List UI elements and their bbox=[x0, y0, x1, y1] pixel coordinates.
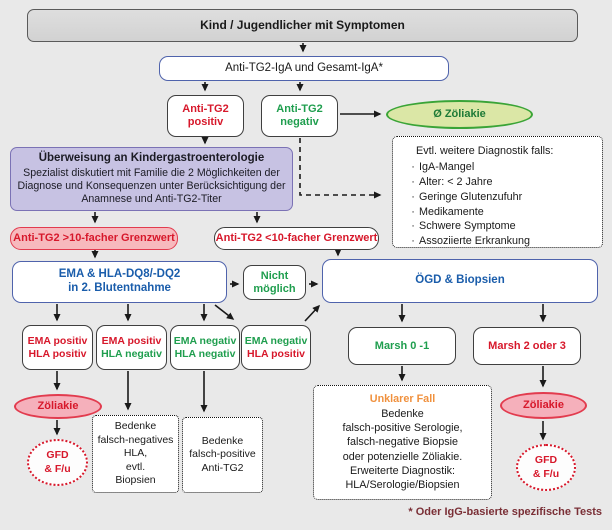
node-label: Kind / Jugendlicher mit Symptomen bbox=[200, 18, 405, 33]
node-label: Marsh 0 -1 bbox=[374, 339, 430, 352]
result-line: EMA negativ bbox=[173, 335, 237, 348]
node-line: Biopsien bbox=[115, 474, 156, 487]
node-gfd-followup-left: GFD & F/u bbox=[27, 439, 88, 486]
footnote: * Oder IgG-basierte spezifische Tests bbox=[408, 506, 602, 518]
node-line: Nicht bbox=[260, 269, 289, 282]
node-result-ema-pos-hla-neg: EMA positiv HLA negativ bbox=[96, 325, 167, 370]
node-line: möglich bbox=[253, 282, 296, 295]
node-line: & F/u bbox=[44, 462, 71, 475]
node-line: GFD bbox=[534, 454, 558, 467]
node-not-possible: Nicht möglich bbox=[243, 265, 306, 300]
node-result-ema-pos-hla-pos: EMA positiv HLA positiv bbox=[22, 325, 93, 370]
node-patient-symptoms: Kind / Jugendlicher mit Symptomen bbox=[27, 9, 578, 42]
node-line: in 2. Blutentnahme bbox=[68, 282, 171, 294]
diagnostics-item-label: Medikamente bbox=[419, 205, 484, 218]
diagnostics-item: · Alter: < 2 Jahre bbox=[407, 175, 493, 190]
result-line: HLA positiv bbox=[28, 347, 87, 360]
node-ema-hla-second-draw: EMA & HLA-DQ8/-DQ2 in 2. Blutentnahme bbox=[12, 261, 227, 303]
node-label: ÖGD & Biopsien bbox=[415, 274, 505, 287]
node-referral-gastroenterology: Überweisung an Kindergastroenterologie S… bbox=[10, 147, 293, 211]
node-consider-false-negative-hla: Bedenke falsch-negatives HLA, evtl. Biop… bbox=[92, 415, 179, 493]
diagnostics-item-label: Schwere Symptome bbox=[419, 220, 516, 233]
node-line: HLA/Serologie/Biopsien bbox=[345, 479, 460, 492]
node-serology-test: Anti-TG2-IgA und Gesamt-IgA* bbox=[159, 56, 449, 81]
node-label: Ø Zöliakie bbox=[433, 108, 486, 121]
node-marsh-2-3: Marsh 2 oder 3 bbox=[473, 327, 581, 365]
bullet-icon: · bbox=[411, 190, 415, 203]
node-line: Anti-TG2 bbox=[276, 103, 323, 116]
node-line: falsch-negative Biopsie bbox=[346, 436, 459, 449]
node-line: HLA, bbox=[123, 447, 148, 460]
result-line: HLA negativ bbox=[101, 347, 162, 360]
node-oegd-biopsies: ÖGD & Biopsien bbox=[322, 259, 598, 303]
node-line: EMA & HLA-DQ8/-DQ2 bbox=[58, 268, 181, 281]
bullet-icon: · bbox=[411, 175, 415, 188]
node-line: Bedenke bbox=[201, 434, 244, 447]
diagnostics-item: · Schwere Symptome bbox=[407, 219, 516, 234]
node-line: Erweiterte Diagnostik: bbox=[349, 465, 455, 478]
node-label: Anti-TG2 >10-facher Grenzwert bbox=[13, 232, 175, 245]
node-line: Anti-TG2 bbox=[182, 103, 229, 116]
node-line: negativ bbox=[280, 116, 319, 128]
node-line: falsch-positive Serologie, bbox=[342, 421, 463, 434]
diagnostics-item: · IgA-Mangel bbox=[407, 160, 474, 175]
node-result-ema-neg-hla-neg: EMA negativ HLA negativ bbox=[170, 325, 240, 370]
node-result-ema-neg-hla-pos: EMA negativ HLA positiv bbox=[241, 325, 311, 370]
node-unclear-case: Unklarer Fall Bedenke falsch-positive Se… bbox=[313, 385, 492, 500]
node-line: Anti-TG2 bbox=[201, 461, 244, 474]
diagnostics-title: Evtl. weitere Diagnostik falls: bbox=[416, 145, 554, 157]
node-line: oder potenzielle Zöliakie. bbox=[342, 450, 463, 463]
node-further-diagnostics: Evtl. weitere Diagnostik falls: · IgA-Ma… bbox=[392, 136, 603, 248]
node-marsh-0-1: Marsh 0 -1 bbox=[348, 327, 456, 365]
diagnostics-item-label: Alter: < 2 Jahre bbox=[419, 175, 493, 188]
node-label: Marsh 2 oder 3 bbox=[488, 339, 566, 352]
bullet-icon: · bbox=[411, 160, 415, 173]
node-line: & F/u bbox=[532, 467, 560, 480]
result-line: HLA negativ bbox=[174, 347, 236, 360]
unclear-case-title: Unklarer Fall bbox=[369, 393, 436, 406]
node-no-celiac: Ø Zöliakie bbox=[386, 100, 533, 129]
node-line: positiv bbox=[187, 116, 224, 128]
node-label: Zöliakie bbox=[523, 399, 564, 412]
node-tg2-negative: Anti-TG2 negativ bbox=[261, 95, 338, 137]
node-tg2-above-10x: Anti-TG2 >10-facher Grenzwert bbox=[10, 227, 178, 250]
node-consider-false-positive-tg2: Bedenke falsch-positive Anti-TG2 bbox=[182, 417, 263, 493]
node-tg2-below-10x: Anti-TG2 <10-facher Grenzwert bbox=[214, 227, 379, 250]
diagnostics-item-label: Geringe Glutenzufuhr bbox=[419, 190, 523, 203]
node-label: Zöliakie bbox=[37, 400, 79, 413]
diagnostics-item: · Assoziierte Erkrankung bbox=[407, 234, 530, 249]
node-line: Bedenke bbox=[381, 407, 424, 420]
node-line: GFD bbox=[46, 449, 69, 462]
node-label: Anti-TG2-IgA und Gesamt-IgA* bbox=[225, 61, 383, 74]
referral-title: Überweisung an Kindergastroenterologie bbox=[38, 152, 265, 165]
result-line: EMA positiv bbox=[101, 335, 162, 348]
referral-line: Diagnose und Konsequenzen unter Berücksi… bbox=[17, 179, 286, 192]
diagnostics-item-label: IgA-Mangel bbox=[419, 160, 475, 173]
bullet-icon: · bbox=[411, 205, 415, 218]
node-celiac-right: Zöliakie bbox=[500, 392, 587, 419]
result-line: EMA negativ bbox=[244, 335, 308, 348]
node-tg2-positive: Anti-TG2 positiv bbox=[167, 95, 244, 137]
result-line: EMA positiv bbox=[27, 335, 88, 348]
node-line: falsch-negatives bbox=[97, 433, 174, 446]
node-line: Bedenke bbox=[114, 419, 157, 432]
diagnostics-item: · Medikamente bbox=[407, 205, 484, 220]
bullet-icon: · bbox=[411, 220, 415, 233]
diagnostics-item: · Geringe Glutenzufuhr bbox=[407, 190, 522, 205]
node-line: falsch-positive bbox=[189, 448, 256, 461]
node-gfd-followup-right: GFD & F/u bbox=[516, 444, 576, 491]
node-line: evtl. bbox=[125, 460, 146, 473]
node-celiac-left: Zöliakie bbox=[14, 394, 102, 419]
result-line: HLA positiv bbox=[247, 347, 305, 360]
diagnostics-item-label: Assoziierte Erkrankung bbox=[419, 235, 531, 248]
node-label: Anti-TG2 <10-facher Grenzwert bbox=[215, 232, 378, 245]
bullet-icon: · bbox=[411, 235, 415, 248]
referral-line: Spezialist diskutiert mit Familie die 2 … bbox=[23, 166, 280, 179]
referral-line: Anamnese und Anti-TG2-Titer bbox=[81, 192, 222, 205]
